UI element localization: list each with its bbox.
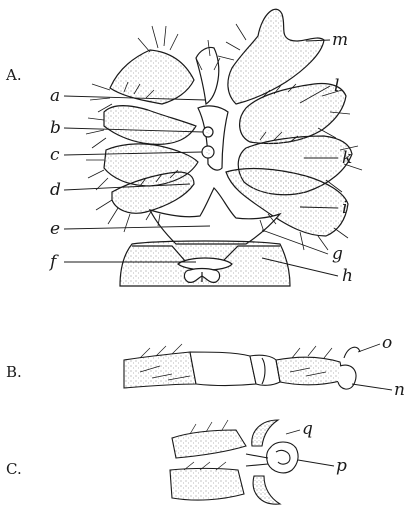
label-l: l [334,76,339,96]
label-e: e [50,219,60,239]
label-o: o [382,333,392,353]
label-i: i [342,198,347,218]
label-d: d [50,180,61,200]
sternum-upper [196,47,219,104]
label-h: h [342,266,353,286]
leg-segment-distal [276,357,344,385]
claw-n [338,365,356,389]
leg-c-upper [172,430,246,458]
sternum-middle [198,106,228,170]
coxa-left-2 [104,106,196,145]
label-m: m [332,30,348,50]
leg-segment-mid [190,352,256,386]
panel-label-b: B. [6,363,22,381]
label-b: b [50,118,61,138]
label-k: k [342,148,352,168]
pad-p [267,442,298,473]
leg-segment-basal [124,352,196,388]
label-p: p [336,456,347,476]
label-c: c [50,145,60,165]
claw-lower [253,476,280,504]
label-a: a [50,86,60,106]
label-f: f [48,252,59,272]
label-g: g [332,244,343,264]
label-q: q [302,419,313,439]
leg-c-lower [170,469,244,501]
panel-label-a: A. [5,66,22,84]
coxa-left-1 [110,50,194,104]
claw-o [344,347,360,358]
panel-label-c: C. [6,460,22,478]
figure-a [64,9,362,286]
label-n: n [394,380,405,400]
figure-b [124,344,392,390]
claw-q-upper [252,420,278,446]
